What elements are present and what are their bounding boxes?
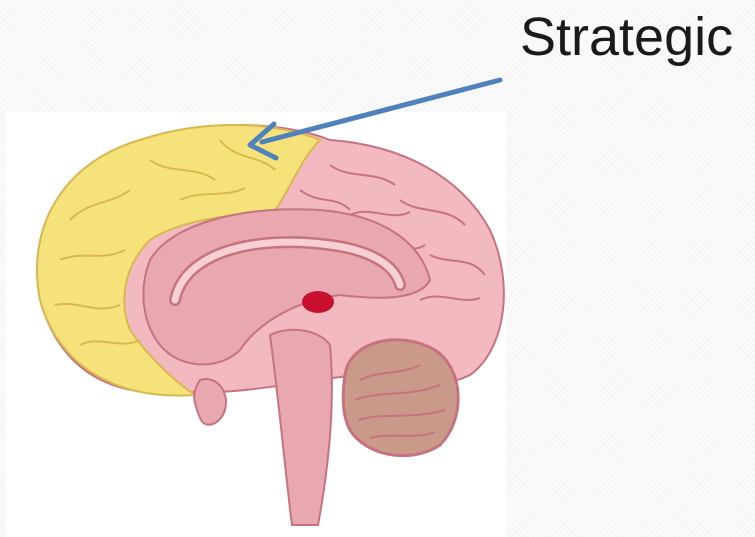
pituitary — [194, 379, 226, 425]
pineal-gland — [302, 291, 334, 313]
